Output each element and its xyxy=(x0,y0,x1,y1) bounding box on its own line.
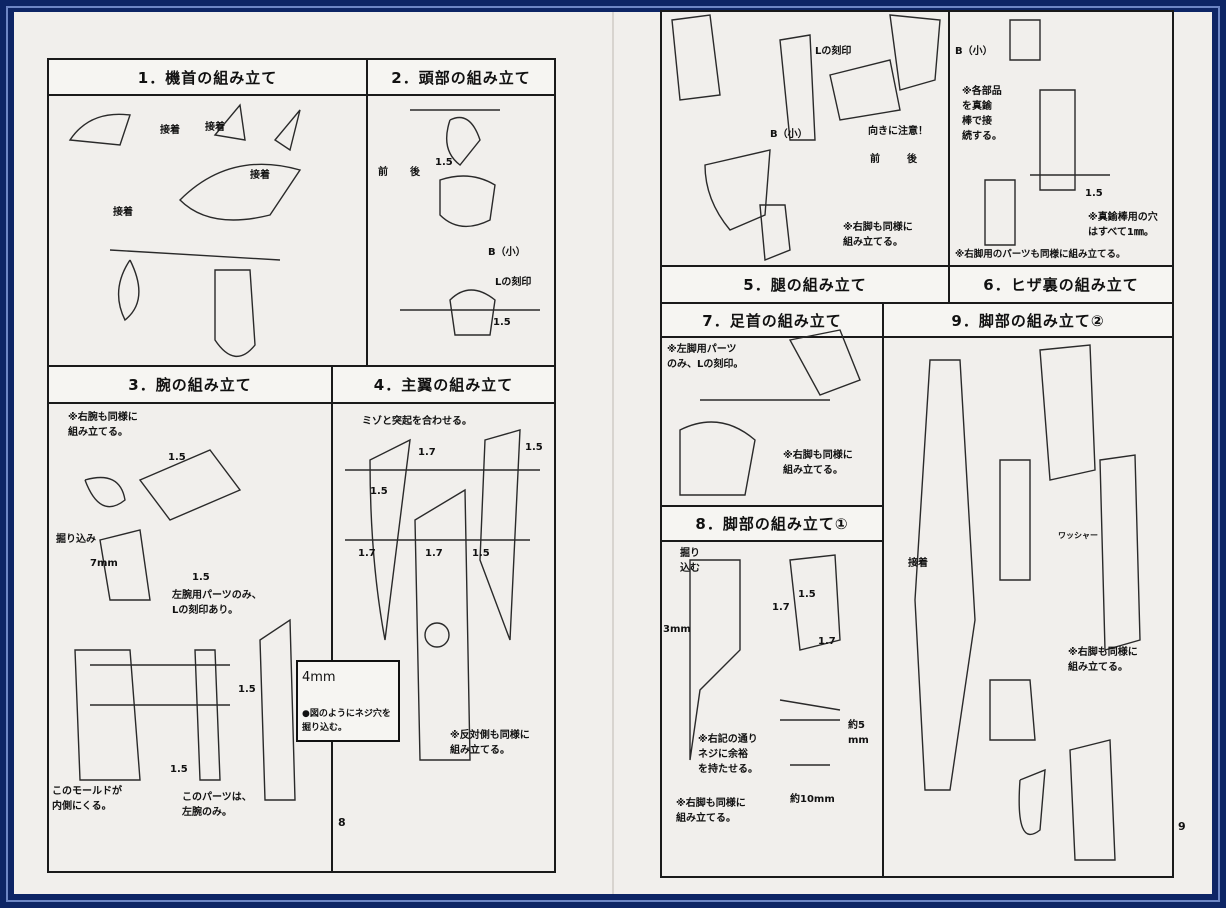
section-3-title: 3．腕の組み立て xyxy=(47,365,333,404)
dim-label: 1.5 xyxy=(435,157,453,168)
screw-size-label: B（小） xyxy=(770,129,808,140)
dim-label: 1.5 xyxy=(798,589,816,600)
dim-label: 1.7 xyxy=(358,548,376,559)
dim-label: 1.5 xyxy=(493,317,511,328)
dim-label: 約10mm xyxy=(790,794,835,805)
inset-size: 4mm xyxy=(302,670,336,685)
engrave-label: 掘り込み xyxy=(56,534,96,545)
note-right-leg: ※右脚も同様に 組み立てる。 xyxy=(1068,647,1138,673)
note-mold-inside: このモールドが 内側にくる。 xyxy=(52,786,122,812)
dim-label: 1.5 xyxy=(1085,188,1103,199)
note-left-arm-part: 左腕用パーツのみ、 Lの刻印あり。 xyxy=(172,590,262,616)
section-9-panel xyxy=(882,302,1174,878)
section-4-title: 4．主翼の組み立て xyxy=(331,365,556,404)
note-groove: ミゾと突起を合わせる。 xyxy=(362,416,472,427)
glue-label: 接着 xyxy=(250,170,270,181)
glue-label: 接着 xyxy=(205,122,225,133)
section-4-panel xyxy=(331,365,556,873)
washer-label: ワッシャー xyxy=(1058,531,1098,540)
note-hole-size: ※真鍮棒用の穴 はすべて1㎜。 xyxy=(1088,212,1158,238)
note-screw-margin: ※右記の通り ネジに余裕 を持たせる。 xyxy=(698,734,758,775)
section-6-title: 6．ヒザ裏の組み立て xyxy=(948,265,1174,304)
dim-label: 7mm xyxy=(90,558,118,569)
section-2-title: 2．頭部の組み立て xyxy=(366,58,556,96)
note-right-leg-parts: ※右脚用のパーツも同様に組み立てる。 xyxy=(955,249,1126,260)
engrave-label: 掘り 込む xyxy=(680,548,700,574)
glue-label: 接着 xyxy=(908,558,928,569)
section-9-title: 9．脚部の組み立て② xyxy=(882,302,1174,338)
front-label: 前 xyxy=(378,167,388,178)
screw-size-label: B（小） xyxy=(955,46,993,57)
note-right-leg: ※右脚も同様に 組み立てる。 xyxy=(676,798,746,824)
l-mark-label: Lの刻印 xyxy=(815,46,852,57)
section-7-title: 7．足首の組み立て xyxy=(660,302,884,338)
page-number-right: 9 xyxy=(1178,820,1186,833)
back-label: 後 xyxy=(907,154,917,165)
note-right-leg: ※右脚も同様に 組み立てる。 xyxy=(843,222,913,248)
page-fold xyxy=(612,12,614,894)
note-opposite-side: ※反対側も同様に 組み立てる。 xyxy=(450,730,530,756)
dim-label: 1.7 xyxy=(418,447,436,458)
back-label: 後 xyxy=(410,167,420,178)
section-1-title: 1．機首の組み立て xyxy=(47,58,368,96)
dim-label: 1.5 xyxy=(192,572,210,583)
screw-size-label: B（小） xyxy=(488,247,526,258)
dim-label: 1.5 xyxy=(472,548,490,559)
note-right-leg: ※右脚も同様に 組み立てる。 xyxy=(783,450,853,476)
dim-label: 1.5 xyxy=(170,764,188,775)
orientation-note: 向きに注意！ xyxy=(868,126,928,137)
screw-hole-inset: 4mm ●図のようにネジ穴を 掘り込む。 xyxy=(296,660,400,742)
dim-label: 1.7 xyxy=(425,548,443,559)
dim-label: 1.5 xyxy=(168,452,186,463)
note-left-leg-l-mark: ※左脚用パーツ のみ、Lの刻印。 xyxy=(667,344,744,370)
dim-label: 1.7 xyxy=(772,602,790,613)
dim-label: 1.5 xyxy=(370,486,388,497)
dim-label: 約5 mm xyxy=(848,720,869,746)
section-2-panel xyxy=(366,58,556,367)
page-number-left: 8 xyxy=(338,816,346,829)
section-8-title: 8．脚部の組み立て① xyxy=(660,505,884,542)
dim-label: 1.5 xyxy=(238,684,256,695)
glue-label: 接着 xyxy=(113,207,133,218)
dim-label: 1.5 xyxy=(525,442,543,453)
l-mark-label: Lの刻印 xyxy=(495,277,532,288)
note-brass-rod: ※各部品 を真鍮 棒で接 続する。 xyxy=(962,86,1002,142)
note-left-arm-only: このパーツは、 左腕のみ。 xyxy=(182,792,252,818)
front-label: 前 xyxy=(870,154,880,165)
section-5-title: 5．腿の組み立て xyxy=(660,265,950,304)
inset-note: ●図のようにネジ穴を 掘り込む。 xyxy=(302,709,391,733)
section-1-panel xyxy=(47,58,368,367)
dim-label: 1.7 xyxy=(818,636,836,647)
glue-label: 接着 xyxy=(160,125,180,136)
dim-label: 3mm xyxy=(663,624,691,635)
note-right-arm: ※右腕も同様に 組み立てる。 xyxy=(68,412,138,438)
